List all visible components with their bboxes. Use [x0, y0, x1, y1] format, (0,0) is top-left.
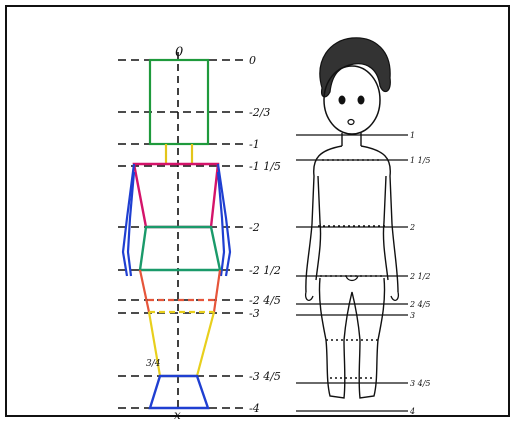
diagram-frame — [5, 5, 510, 417]
right-forearm — [216, 171, 226, 277]
measure-label-r3: 3 — [410, 311, 415, 320]
guide-label-m115: -1 1/5 — [249, 160, 281, 173]
measure-label-r345: 3 4/5 — [410, 379, 431, 388]
guide-label-m212: -2 1/2 — [249, 264, 281, 277]
thigh-right — [212, 269, 222, 313]
measure-label-r2: 2 — [409, 223, 415, 232]
left-proportion-figure: 0 x 3/4 0 -2/3 -1 -1 1/5 -2 -2 1/2 -2 4/5-3 -3 … — [118, 45, 281, 422]
guide-label-m245: -2 4/5 — [249, 294, 281, 307]
head-box — [148, 58, 210, 146]
bottom-axis-label: x — [174, 408, 181, 422]
feet-shape — [148, 374, 210, 410]
leg-mark-label: 3/4 — [146, 359, 161, 369]
top-axis-label: 0 — [175, 45, 183, 60]
right-eye — [357, 95, 365, 105]
torso-shape — [132, 162, 220, 229]
left-eye — [338, 95, 346, 105]
guide-label-m1: -1 — [249, 138, 260, 151]
left-arm — [121, 163, 136, 277]
hips-shape — [138, 225, 222, 272]
child-hands — [304, 291, 400, 301]
leg-right — [195, 311, 216, 377]
left-forearm — [126, 171, 136, 277]
thigh-left — [138, 269, 151, 313]
dotted-marks — [318, 159, 386, 379]
child-head — [323, 65, 381, 135]
guide-label-m2: -2 — [249, 221, 260, 234]
mouth — [347, 118, 355, 126]
guide-label-m23: -2/3 — [249, 106, 270, 119]
guide-label-m345: -3 4/5 — [249, 370, 281, 383]
guide-label-m3: -3 — [249, 307, 260, 320]
right-child-figure: 1 1 1/5 2 2 1/2 2 4/5 3 3 4/5 4 — [296, 37, 431, 416]
child-body-outline — [305, 145, 399, 399]
measure-label-r115: 1 1/5 — [410, 156, 431, 165]
measure-label-r245: 2 4/5 — [409, 300, 431, 309]
guide-label-m0: 0 — [249, 54, 256, 67]
hair — [319, 37, 391, 98]
guide-label-m4: -4 — [249, 402, 260, 415]
measure-label-r1: 1 — [410, 131, 415, 140]
measure-label-r212: 2 1/2 — [409, 272, 431, 281]
leg-left — [147, 311, 162, 377]
right-arm — [216, 163, 232, 277]
navel — [345, 275, 359, 282]
measure-label-r4: 4 — [409, 407, 415, 416]
child-neck — [341, 133, 362, 146]
